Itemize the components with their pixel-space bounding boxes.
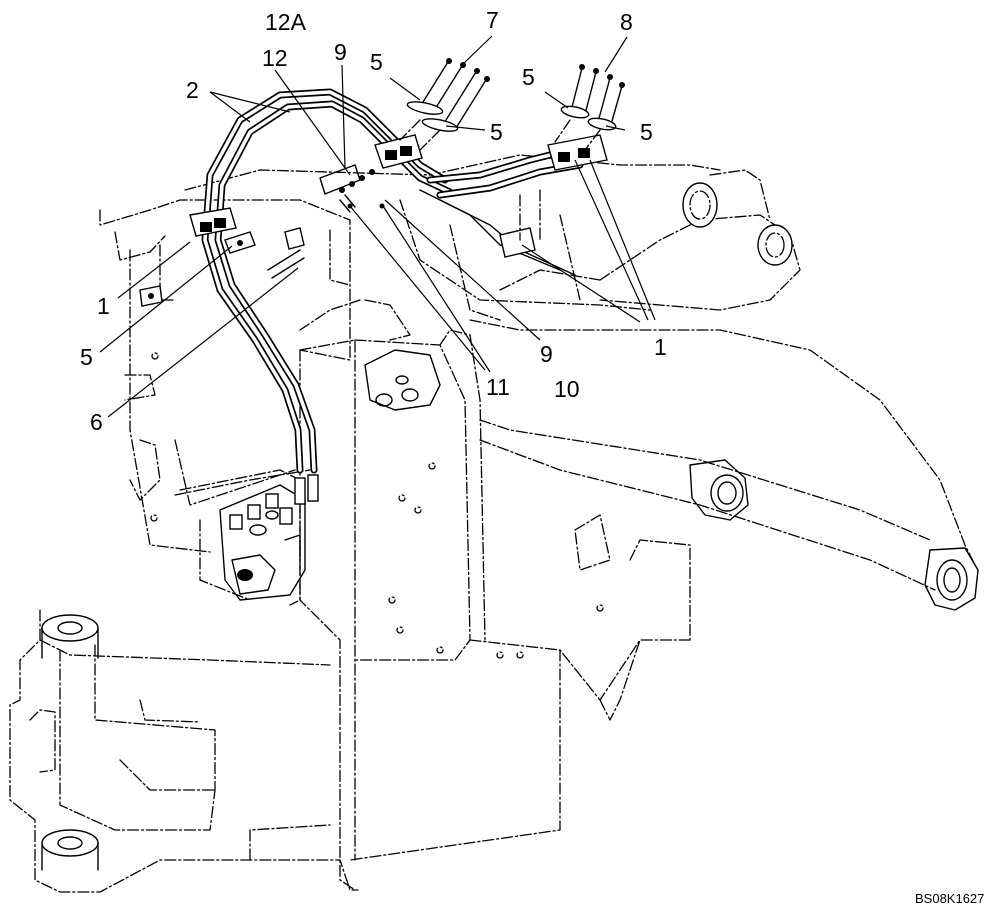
callout-2: 2	[186, 77, 199, 103]
callout-11: 11	[486, 374, 510, 400]
axle-mount	[41, 829, 99, 857]
callout-labels: 12A 12 9 7 8 5 5 5 5 2 1 5 6 1 9 11 10 B…	[80, 7, 984, 906]
callout-12: 12	[262, 45, 288, 71]
callout-9-bottom: 9	[540, 341, 553, 367]
callout-5-left: 5	[80, 344, 93, 370]
clamp-left	[189, 207, 237, 237]
callout-6: 6	[90, 409, 103, 435]
callout-5-upper-left: 5	[370, 49, 383, 75]
callout-5-right: 5	[640, 119, 653, 145]
hose-clamps	[139, 134, 608, 307]
callout-1-right: 1	[654, 334, 667, 360]
boom-cylinder-eye	[689, 459, 749, 521]
callout-10: 10	[554, 376, 580, 402]
pivot-boss	[757, 224, 793, 266]
loader-frame	[9, 154, 976, 893]
callout-9-top: 9	[334, 39, 347, 65]
callout-12a: 12A	[265, 9, 307, 35]
callout-8: 8	[620, 9, 633, 35]
callout-5-upper-right: 5	[522, 64, 535, 90]
drawing-code: BS08K1627	[915, 891, 984, 906]
control-valve	[219, 474, 319, 601]
pivot-boss	[682, 182, 718, 228]
tower-bracket	[364, 349, 441, 411]
callout-7: 7	[486, 7, 499, 33]
pivot-bosses	[41, 182, 979, 871]
boom-tip-eye	[924, 547, 979, 611]
axle-mount	[41, 614, 99, 642]
callout-5-center: 5	[490, 119, 503, 145]
bolts-and-washers	[267, 58, 625, 279]
callout-1-left: 1	[97, 293, 110, 319]
frame-holes	[150, 352, 604, 659]
leader-lines	[99, 35, 656, 418]
